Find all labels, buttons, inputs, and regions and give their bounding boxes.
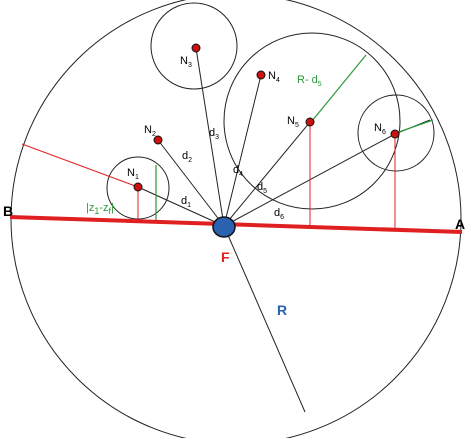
node-n2-dot bbox=[153, 135, 163, 145]
spoke-f-n5 bbox=[223, 121, 311, 227]
label-r: R bbox=[277, 302, 287, 318]
spoke-f-n3 bbox=[195, 47, 225, 227]
label-z-diff: |z1-zf| bbox=[86, 202, 114, 216]
label-d3: d3 bbox=[209, 127, 219, 141]
label-d2: d2 bbox=[182, 150, 192, 164]
node-n6-dot bbox=[390, 129, 400, 139]
label-n4: N4 bbox=[268, 70, 280, 84]
axis-ba bbox=[9, 215, 463, 234]
label-n1: N1 bbox=[127, 167, 139, 181]
label-n2: N2 bbox=[144, 124, 156, 138]
spoke-f-n4 bbox=[223, 74, 262, 227]
node-n4-dot bbox=[256, 70, 266, 80]
spoke-f-n1 bbox=[137, 186, 225, 227]
circle-n5 bbox=[223, 32, 401, 210]
label-n3: N3 bbox=[180, 55, 192, 69]
node-n5-dot bbox=[305, 117, 315, 127]
label-d5: d5 bbox=[257, 181, 267, 195]
label-radius-diff: R- d5 bbox=[297, 74, 322, 88]
label-d6: d6 bbox=[274, 207, 284, 221]
label-d1: d1 bbox=[181, 195, 191, 209]
focus-point bbox=[212, 216, 236, 238]
label-n6: N6 bbox=[374, 122, 386, 136]
circle-n6 bbox=[357, 94, 435, 172]
label-d4: d4 bbox=[233, 164, 243, 178]
label-n5: N5 bbox=[287, 115, 299, 129]
circle-n3 bbox=[150, 2, 238, 90]
green-radius-diff-line bbox=[311, 54, 367, 122]
label-f: F bbox=[221, 249, 230, 265]
node-n1-dot bbox=[133, 182, 143, 192]
green-n6-line bbox=[395, 119, 434, 134]
node-n3-dot bbox=[191, 43, 201, 53]
label-b: B bbox=[3, 203, 13, 219]
label-a: A bbox=[455, 216, 465, 232]
spoke-f-n2 bbox=[157, 139, 225, 227]
radius-line bbox=[223, 225, 306, 413]
red-line-upper-left bbox=[21, 143, 139, 188]
